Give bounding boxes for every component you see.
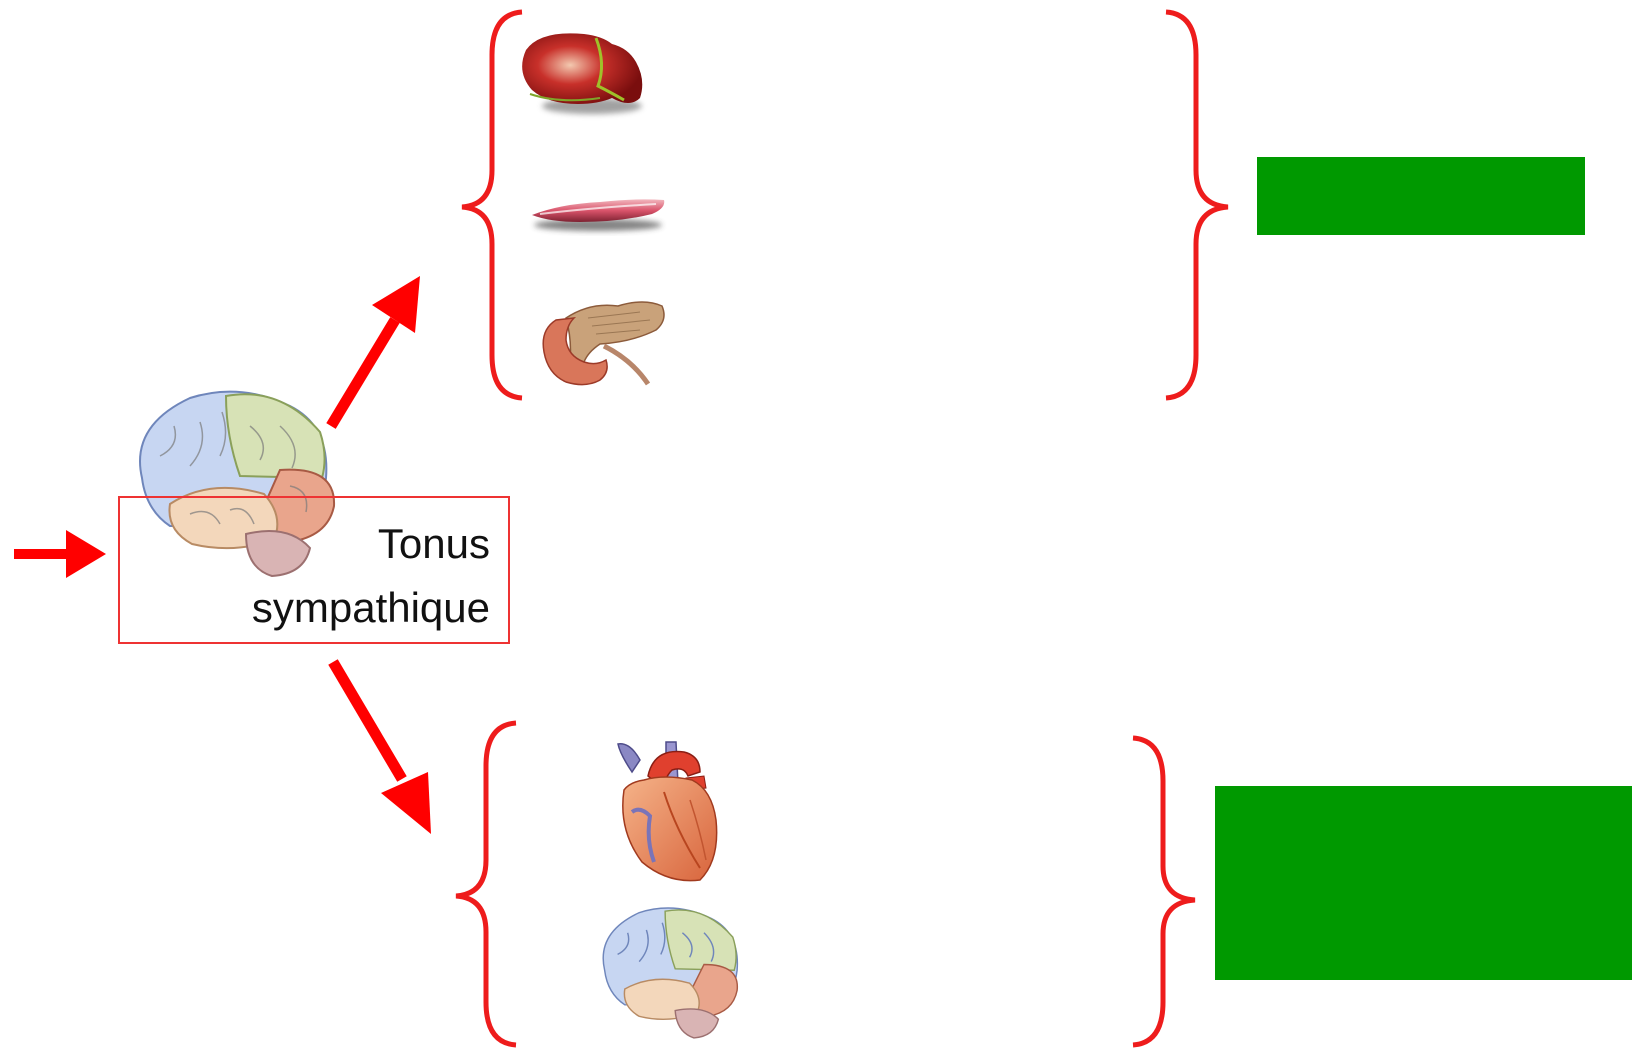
bottom-green-block <box>1215 786 1632 980</box>
top-right-brace <box>1166 12 1228 398</box>
muscle-icon <box>532 199 664 231</box>
top-left-brace <box>462 12 522 398</box>
top-green-block <box>1257 157 1585 235</box>
tonus-label-line1: Tonus <box>252 512 490 576</box>
tonus-label-line2: sympathique <box>252 576 490 640</box>
arrow-to-top-group <box>331 276 420 426</box>
brain-icon <box>603 908 737 1038</box>
liver-icon <box>522 33 642 114</box>
arrow-to-bottom-group <box>333 662 431 834</box>
bottom-left-brace <box>456 723 516 1045</box>
bottom-right-brace <box>1133 738 1195 1045</box>
tonus-label: Tonus sympathique <box>252 512 490 640</box>
heart-icon <box>618 742 717 881</box>
input-arrow <box>14 530 106 578</box>
tonus-sympathique-box: Tonus sympathique <box>118 496 510 644</box>
pancreas-icon <box>543 302 664 385</box>
